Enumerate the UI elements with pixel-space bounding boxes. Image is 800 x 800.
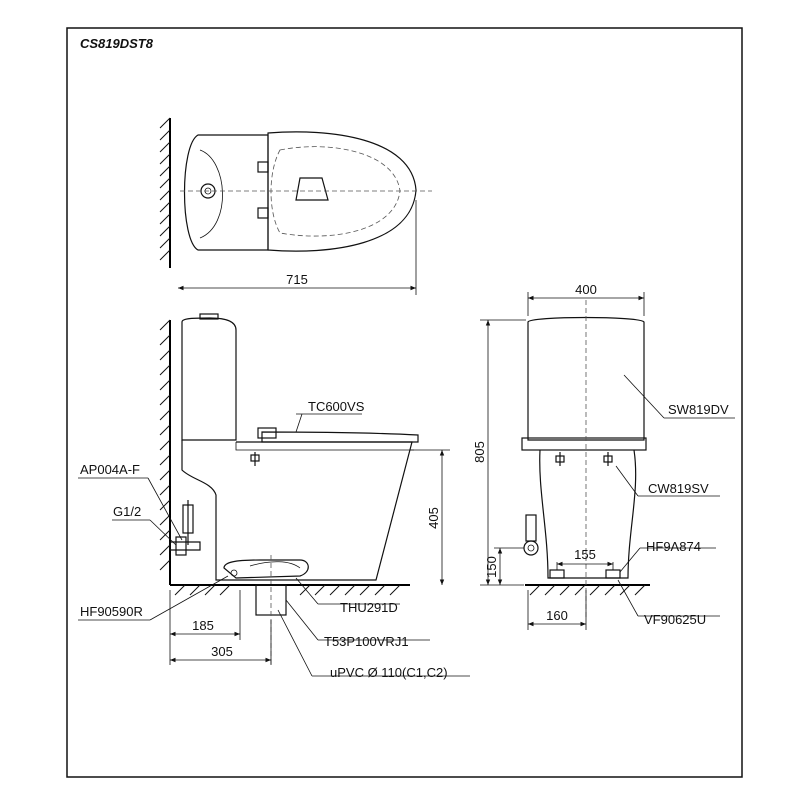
side-view-flange: [223, 559, 309, 579]
dim-width: 400: [575, 282, 597, 297]
front-view-angle-valve: [525, 514, 537, 542]
angle-valve-body: [182, 504, 194, 534]
dim-outlet-spacing: 155: [574, 547, 596, 562]
top-view-bowl-rim: [270, 146, 401, 237]
top-view-tank-inner: [199, 149, 223, 239]
front-view-seat: [521, 437, 647, 451]
side-view-seat-hinge: [257, 427, 277, 439]
label-pipe-fitting: T53P100VRJ1: [324, 634, 409, 649]
side-view-seat: [261, 431, 419, 443]
side-view-flush-button: [199, 313, 219, 320]
side-view: 405 185 305 TC600VS AP004A-F G1/2 HF9059…: [78, 313, 470, 680]
dim-height: 805: [472, 441, 487, 463]
dim-drain-extent: 305: [211, 644, 233, 659]
top-view-bowl: [267, 131, 417, 252]
top-view-wall-hatch: [159, 117, 171, 261]
front-view-floor-hatch: [529, 584, 646, 596]
label-flange: HF90590R: [80, 604, 143, 619]
dim-overall-length: 715: [286, 272, 308, 287]
label-seat: TC600VS: [308, 399, 365, 414]
label-gasket: THU291D: [340, 600, 398, 615]
dim-seat-height: 405: [426, 507, 441, 529]
side-view-tank: [181, 317, 237, 441]
dim-supply-height: 150: [484, 556, 499, 578]
front-view-bowl: [539, 449, 637, 579]
label-fixing-bracket: HF9A874: [646, 539, 701, 554]
label-inlet-thread: G1/2: [113, 504, 141, 519]
side-view-bowl: [181, 440, 413, 581]
label-bowl: CW819SV: [648, 481, 709, 496]
seat-hinge-upper: [257, 161, 269, 173]
front-view-tank: [527, 316, 645, 441]
drawing-frame: [66, 27, 743, 778]
side-view-wall-hatch: [159, 319, 171, 571]
angle-valve: [169, 541, 201, 551]
label-angle-valve: AP004A-F: [80, 462, 140, 477]
fixing-bracket-right: [605, 569, 621, 579]
dim-drain-center: 185: [192, 618, 214, 633]
top-view-tank: [183, 134, 269, 251]
fixing-bracket-left: [549, 569, 565, 579]
top-view-trapway: [295, 177, 329, 201]
front-view: 400 805 150 155 160 SW819DV CW819SV HF9A…: [472, 282, 735, 630]
label-drain-pipe: uPVC Ø 110(C1,C2): [330, 665, 448, 680]
top-view: 715: [159, 117, 432, 295]
side-view-floor-hatch: [174, 584, 401, 596]
seat-hinge-lower: [257, 207, 269, 219]
model-title: CS819DST8: [80, 36, 154, 51]
dim-outlet-offset: 160: [546, 608, 568, 623]
label-fixing-bolt: VF90625U: [644, 612, 706, 627]
label-tank: SW819DV: [668, 402, 729, 417]
